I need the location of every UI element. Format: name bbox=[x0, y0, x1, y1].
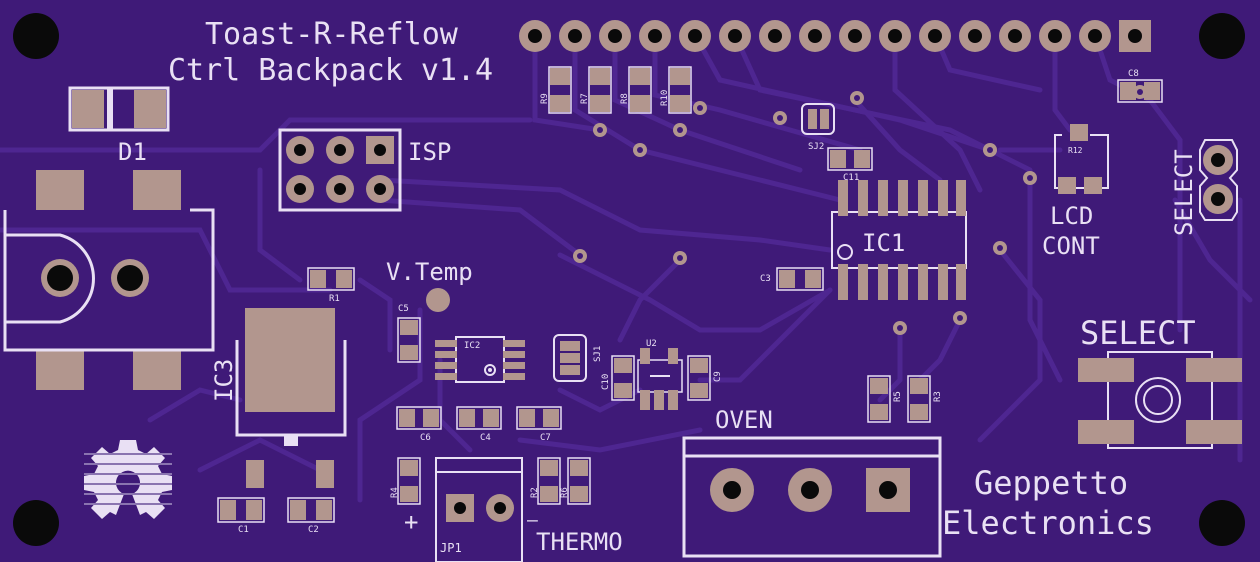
lcd-label-line1: LCD bbox=[1050, 202, 1093, 230]
power-jack bbox=[3, 170, 215, 390]
thermo-label: THERMO bbox=[536, 528, 623, 556]
resistors-r5-r3 bbox=[867, 375, 931, 423]
c10-label: C10 bbox=[601, 374, 611, 390]
capacitor-c5 bbox=[397, 317, 421, 363]
c2-label: C2 bbox=[308, 525, 319, 535]
r10-label: R10 bbox=[660, 90, 670, 106]
select-header bbox=[1199, 139, 1238, 221]
thermo-minus-label: — bbox=[527, 510, 538, 531]
c7-label: C7 bbox=[540, 433, 551, 443]
solder-jumper-sj2 bbox=[801, 103, 835, 135]
c3-label: C3 bbox=[760, 274, 771, 284]
r3-label: R3 bbox=[933, 391, 943, 402]
select-header-label: SELECT bbox=[1170, 149, 1198, 236]
maker-line2: Electronics bbox=[942, 504, 1154, 542]
capacitor-c8 bbox=[1117, 79, 1163, 103]
capacitors-c1-c2 bbox=[217, 460, 335, 523]
r5-label: R5 bbox=[893, 391, 903, 402]
r8-label: R8 bbox=[620, 93, 630, 104]
solder-jumper-sj1 bbox=[553, 334, 587, 382]
capacitor-c10 bbox=[611, 355, 635, 401]
ic3-label: IC3 bbox=[210, 359, 238, 402]
diode-d1 bbox=[68, 86, 170, 132]
open-source-hardware-gear-icon bbox=[84, 440, 172, 519]
vtemp-label: V.Temp bbox=[386, 258, 473, 286]
lcd-header bbox=[519, 20, 1151, 52]
trimmer-r12 bbox=[1054, 124, 1109, 194]
oven-label: OVEN bbox=[715, 406, 773, 434]
c11-label: C11 bbox=[843, 173, 859, 183]
resistor-bank-top bbox=[550, 68, 690, 112]
ic2-label: IC2 bbox=[464, 341, 480, 351]
jp1-label: JP1 bbox=[440, 541, 462, 555]
d1-label: D1 bbox=[118, 138, 147, 166]
r12-label: R12 bbox=[1068, 146, 1083, 155]
capacitor-c11 bbox=[827, 147, 873, 171]
sj1-label: SJ1 bbox=[593, 346, 603, 362]
r6-label: R6 bbox=[560, 487, 570, 498]
capacitors-c6-c4-c7 bbox=[396, 406, 562, 430]
oven-connector bbox=[682, 436, 942, 558]
thermo-plus-label: + bbox=[404, 508, 418, 536]
u2-label: U2 bbox=[646, 339, 657, 349]
c4-label: C4 bbox=[480, 433, 491, 443]
capacitor-c9 bbox=[687, 355, 711, 401]
mounting-hole-icon bbox=[13, 13, 1245, 546]
lcd-label-line2: CONT bbox=[1042, 232, 1100, 260]
board-title-line2: Ctrl Backpack v1.4 bbox=[168, 53, 493, 88]
isp-header bbox=[278, 128, 402, 212]
u2-chip bbox=[637, 348, 683, 410]
c9-label: C9 bbox=[713, 371, 723, 382]
resistors-r2-r6 bbox=[537, 457, 591, 505]
select-button-label: SELECT bbox=[1080, 314, 1196, 352]
copper-traces bbox=[0, 32, 1253, 503]
maker-line1: Geppetto bbox=[974, 464, 1128, 502]
c8-label: C8 bbox=[1128, 69, 1139, 79]
vtemp-testpoint bbox=[426, 288, 450, 312]
c5-label: C5 bbox=[398, 304, 409, 314]
c6-label: C6 bbox=[420, 433, 431, 443]
c1-label: C1 bbox=[238, 525, 249, 535]
regulator-ic3 bbox=[235, 308, 347, 446]
r2-label: R2 bbox=[530, 487, 540, 498]
resistor-r1 bbox=[307, 267, 355, 291]
ic1-chip bbox=[831, 180, 967, 300]
ic2-chip bbox=[435, 336, 525, 383]
r4-label: R4 bbox=[390, 487, 400, 498]
capacitor-c3 bbox=[776, 267, 824, 291]
select-button bbox=[1078, 351, 1242, 449]
board-title-line1: Toast-R-Reflow bbox=[205, 17, 459, 52]
r7-label: R7 bbox=[580, 93, 590, 104]
resistor-r4 bbox=[397, 457, 421, 505]
isp-label: ISP bbox=[408, 138, 451, 166]
sj2-label: SJ2 bbox=[808, 142, 824, 152]
r9-label: R9 bbox=[540, 93, 550, 104]
thermocouple-connector-jp1 bbox=[435, 457, 523, 562]
r1-label: R1 bbox=[329, 294, 340, 304]
ic1-label: IC1 bbox=[862, 229, 905, 257]
